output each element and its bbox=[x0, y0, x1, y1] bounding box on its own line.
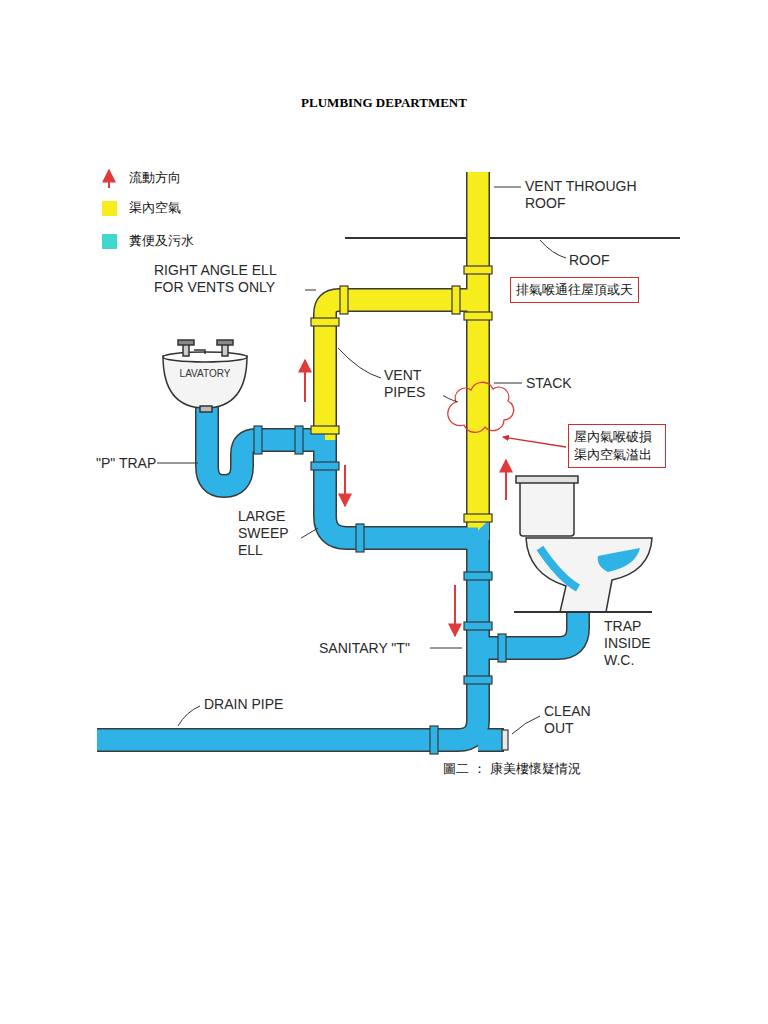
legend-swatch bbox=[102, 234, 117, 249]
leader-lines bbox=[150, 187, 566, 734]
lavatory-basin bbox=[163, 340, 247, 412]
lavatory-basin-part bbox=[200, 406, 212, 412]
part-label: "P" TRAP bbox=[95, 455, 157, 472]
leader-lines-part bbox=[540, 240, 566, 258]
pipe-couplings-part bbox=[498, 634, 506, 662]
leader-lines-part bbox=[494, 187, 521, 188]
legend-text: 流動方向 bbox=[129, 169, 181, 187]
part-label: LARGE SWEEP ELL bbox=[237, 508, 301, 558]
waste-pipe bbox=[97, 396, 578, 740]
waste-pipe-part bbox=[325, 440, 478, 538]
pipe-outlines-part bbox=[207, 396, 325, 486]
flow-arrows-part bbox=[304, 360, 306, 402]
part-label: TRAP INSIDE W.C. bbox=[603, 618, 663, 668]
pipe-couplings-part bbox=[254, 426, 262, 454]
lavatory-basin-part bbox=[163, 356, 247, 408]
part-label: SANITARY "T" bbox=[318, 640, 411, 657]
pipe-couplings-part bbox=[502, 730, 508, 750]
vent-pipe-part bbox=[325, 300, 478, 440]
part-label: VENT PIPES bbox=[383, 367, 443, 401]
vent-pipe-part bbox=[468, 172, 489, 540]
part-label: RIGHT ANGLE ELL FOR VENTS ONLY bbox=[153, 262, 305, 296]
lavatory-basin-part bbox=[194, 350, 205, 354]
pipe-couplings-part bbox=[311, 462, 339, 470]
pipe-couplings-part bbox=[356, 524, 364, 552]
pipe-couplings-part bbox=[430, 726, 438, 754]
part-label: VENT THROUGH ROOF bbox=[524, 178, 666, 212]
leader-lines-part bbox=[298, 528, 318, 540]
water-closet bbox=[516, 476, 652, 612]
water-closet-part bbox=[598, 548, 640, 572]
pipe-couplings-part bbox=[311, 318, 339, 326]
part-label: ROOF bbox=[568, 252, 610, 269]
pipe-couplings-part bbox=[464, 514, 492, 522]
damage-cloud bbox=[448, 382, 514, 432]
pipe-couplings-part bbox=[464, 266, 492, 274]
pipe-couplings-part bbox=[452, 286, 460, 314]
note-box: 排氣喉通往屋頂或天 bbox=[510, 277, 639, 303]
pipe-outlines bbox=[97, 172, 578, 740]
lavatory-basin-part bbox=[222, 344, 228, 356]
waste-pipe-part bbox=[207, 396, 325, 486]
floor-line bbox=[514, 611, 652, 613]
legend-text: 渠內空氣 bbox=[129, 199, 181, 217]
legend-swatch bbox=[102, 201, 117, 216]
part-label: LAVATORY bbox=[180, 368, 231, 380]
pipe-couplings-part bbox=[464, 572, 492, 580]
note-text: 屋內氣喉破損 渠內空氣溢出 bbox=[574, 428, 660, 463]
waste-pipe-part bbox=[478, 730, 502, 751]
water-closet-part bbox=[526, 538, 652, 612]
pipe-couplings-part bbox=[295, 426, 303, 454]
legend-row: 流動方向 bbox=[100, 166, 181, 190]
flow-arrows-part bbox=[344, 465, 346, 506]
pipe-outlines-part bbox=[325, 440, 478, 538]
leader-lines-part bbox=[512, 716, 540, 734]
lavatory-basin-part bbox=[217, 340, 233, 345]
legend-arrow bbox=[100, 166, 118, 190]
stack-transition bbox=[468, 520, 489, 540]
pipe-outlines-part bbox=[478, 728, 504, 752]
leader-lines-part bbox=[338, 348, 381, 378]
leader-lines-part bbox=[430, 648, 462, 649]
pipe-outlines-part bbox=[325, 300, 478, 440]
legend-row: 糞便及污水 bbox=[100, 232, 194, 250]
roof-line bbox=[345, 237, 680, 239]
pipe-couplings-part bbox=[340, 286, 348, 314]
note-box: 屋內氣喉破損 渠內空氣溢出 bbox=[568, 424, 666, 468]
pipe-couplings-part bbox=[311, 426, 339, 434]
legend-text: 糞便及污水 bbox=[129, 232, 194, 250]
part-label: CLEAN OUT bbox=[543, 703, 603, 737]
figure-caption: 圖二 ： 康美樓懷疑情況 bbox=[443, 761, 581, 777]
flow-arrows-part bbox=[505, 460, 507, 500]
page-title: PLUMBING DEPARTMENT bbox=[301, 95, 467, 111]
leader-lines-part bbox=[178, 706, 200, 726]
waste-pipe-part bbox=[97, 532, 478, 740]
water-closet-part bbox=[540, 548, 578, 588]
leader-lines-part bbox=[494, 383, 522, 384]
flow-arrows-part bbox=[454, 585, 456, 636]
part-label: STACK bbox=[525, 375, 573, 392]
legend-arrow-line bbox=[108, 170, 110, 188]
pipe-couplings-part bbox=[464, 676, 492, 684]
legend-row: 渠內空氣 bbox=[100, 199, 181, 217]
callout-arrow bbox=[503, 437, 566, 447]
vent-pipe bbox=[325, 172, 478, 540]
pipe-couplings-part bbox=[464, 312, 492, 320]
lavatory-basin-part bbox=[178, 340, 194, 345]
lavatory-basin-part bbox=[183, 344, 189, 356]
flow-arrows bbox=[305, 360, 506, 636]
water-closet-part bbox=[516, 476, 578, 483]
note-text: 排氣喉通往屋頂或天 bbox=[516, 281, 633, 299]
part-label: DRAIN PIPE bbox=[203, 696, 284, 713]
pipe-couplings-part bbox=[464, 622, 492, 630]
water-closet-part bbox=[520, 480, 574, 536]
